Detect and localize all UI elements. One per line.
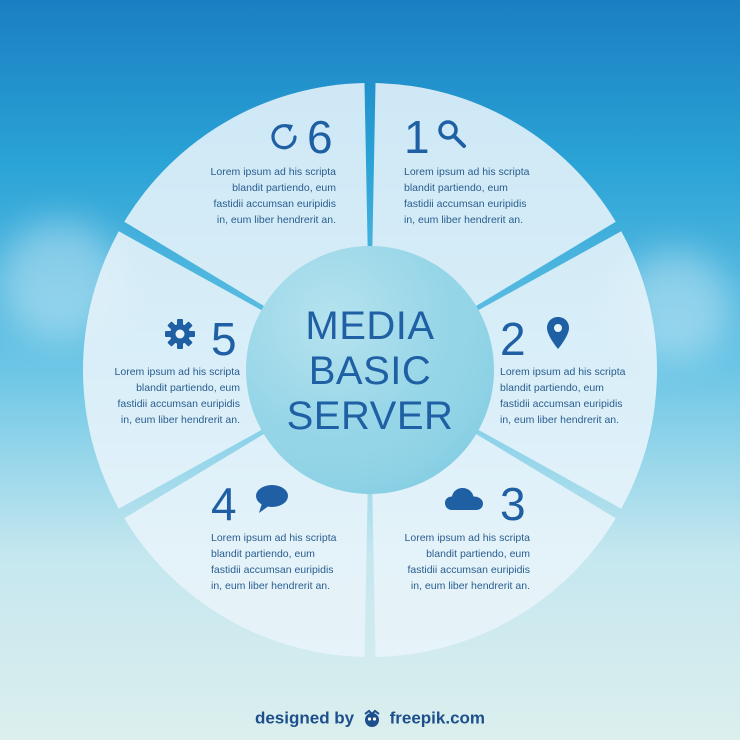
- segment-6-text: Lorem ipsum ad his scripta blandit parti…: [186, 164, 336, 228]
- segment-text-line: Lorem ipsum ad his scripta: [404, 532, 530, 544]
- segment-text-line: fastidii accumsan euripidis: [213, 198, 336, 210]
- segment-5-number: 5: [211, 313, 237, 365]
- gear-icon: [165, 319, 195, 349]
- center-circle-sheen: [246, 246, 494, 494]
- segment-4-text: Lorem ipsum ad his scripta blandit parti…: [211, 530, 361, 594]
- segment-2: [370, 231, 657, 509]
- center-title-line: MEDIA: [305, 304, 435, 348]
- segment-text-line: Lorem ipsum ad his scripta: [404, 166, 530, 178]
- center-title: MEDIA BASIC SERVER: [250, 304, 490, 439]
- segment-text-line: in, eum liber hendrerit an.: [404, 214, 524, 226]
- segment-text-line: blandit partiendo, eum: [136, 382, 240, 394]
- segment-text-line: Lorem ipsum ad his scripta: [500, 366, 626, 378]
- segment-text-line: blandit partiendo, eum: [211, 548, 315, 560]
- segment-text-line: blandit partiendo, eum: [232, 182, 336, 194]
- segment-text-line: fastidii accumsan euripidis: [404, 198, 527, 210]
- segment-5-text: Lorem ipsum ad his scripta blandit parti…: [90, 364, 240, 428]
- segment-text-line: blandit partiendo, eum: [500, 382, 604, 394]
- segment-text-line: in, eum liber hendrerit an.: [500, 414, 620, 426]
- refresh-icon: [271, 124, 297, 150]
- segment-1-number: 1: [404, 111, 430, 163]
- credit-prefix: designed by: [254, 708, 355, 728]
- segment-1-text: Lorem ipsum ad his scripta blandit parti…: [404, 164, 554, 228]
- segment-2-number: 2: [500, 313, 526, 365]
- segment-text-line: Lorem ipsum ad his scripta: [114, 366, 240, 378]
- freepik-logo-icon: [364, 709, 380, 727]
- segment-3-number: 3: [500, 478, 526, 530]
- segment-text-line: blandit partiendo, eum: [404, 182, 508, 194]
- segment-text-line: in, eum liber hendrerit an.: [211, 580, 331, 592]
- segment-text-line: fastidii accumsan euripidis: [500, 398, 623, 410]
- segment-text-line: in, eum liber hendrerit an.: [120, 414, 240, 426]
- segment-text-line: Lorem ipsum ad his scripta: [211, 532, 337, 544]
- segment-3-text: Lorem ipsum ad his scripta blandit parti…: [380, 530, 530, 594]
- credit-line: designed by freepik.com: [0, 708, 740, 729]
- center-title-line: SERVER: [286, 394, 454, 438]
- segment-2-text: Lorem ipsum ad his scripta blandit parti…: [500, 364, 650, 428]
- search-icon: [438, 120, 466, 148]
- segment-text-line: fastidii accumsan euripidis: [211, 564, 334, 576]
- segment-text-line: in, eum liber hendrerit an.: [216, 214, 336, 226]
- segment-4-number: 4: [211, 478, 237, 530]
- center-title-line: BASIC: [308, 349, 432, 393]
- segment-text-line: blandit partiendo, eum: [426, 548, 530, 560]
- chat-bubble-icon: [256, 485, 288, 513]
- segment-5: [83, 231, 370, 509]
- location-pin-icon: [547, 317, 569, 349]
- segment-text-line: fastidii accumsan euripidis: [117, 398, 240, 410]
- segment-text-line: fastidii accumsan euripidis: [407, 564, 530, 576]
- cloud-icon: [445, 488, 483, 510]
- credit-brand: freepik.com: [389, 708, 486, 728]
- segment-6-number: 6: [307, 111, 333, 163]
- segment-text-line: Lorem ipsum ad his scripta: [210, 166, 336, 178]
- segment-text-line: in, eum liber hendrerit an.: [410, 580, 530, 592]
